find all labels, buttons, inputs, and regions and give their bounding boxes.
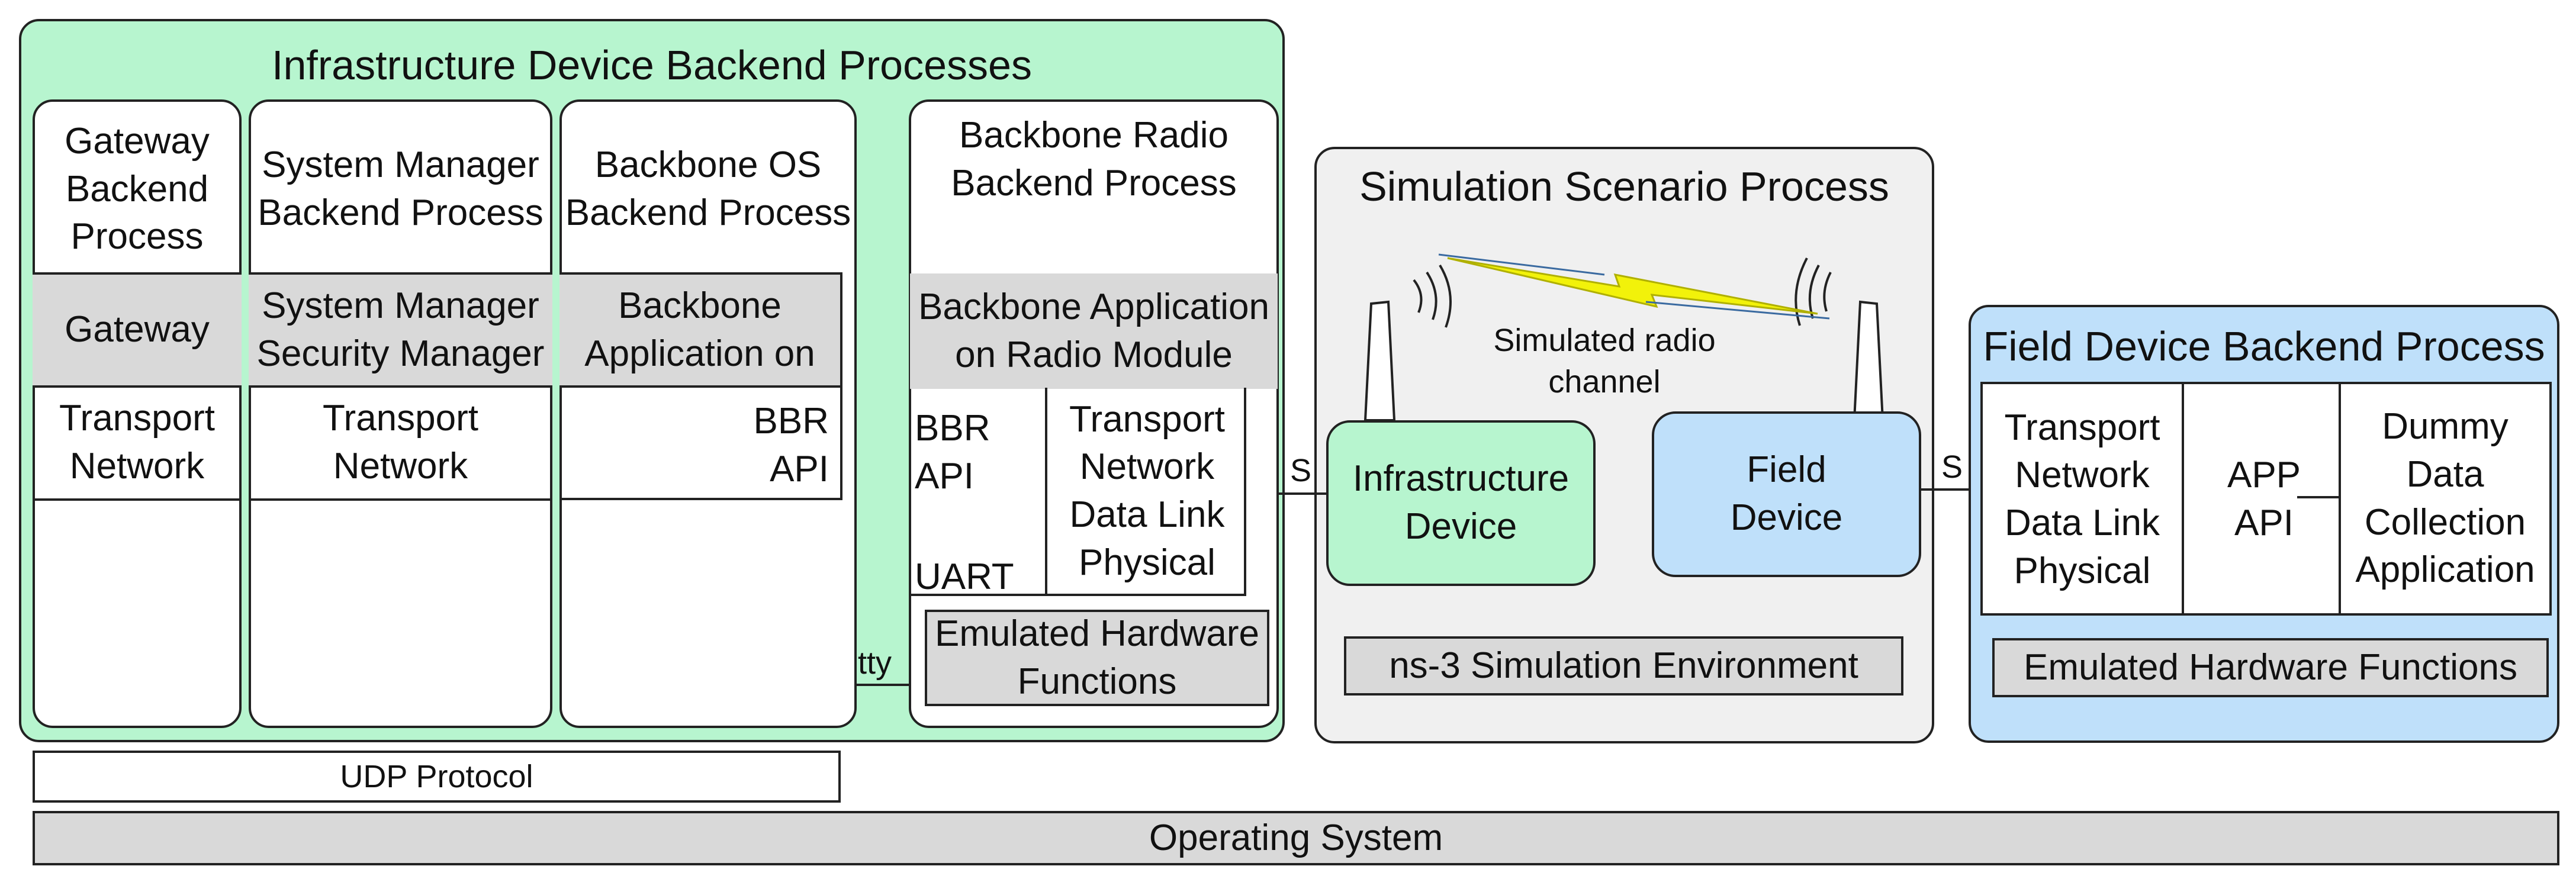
field-emulated-hardware: Emulated Hardware Functions (1992, 638, 2549, 697)
infrastructure-antenna-icon (1363, 300, 1396, 421)
dummy-data-collection-application: Dummy Data Collection Application (2339, 382, 2552, 616)
backbone-radio-uart: UART (915, 556, 1014, 597)
infrastructure-backend-title: Infrastructure Device Backend Processes (272, 41, 1032, 88)
field-backend-title: Field Device Backend Process (1983, 323, 2545, 369)
system-manager-transport-stack: Transport Network (322, 397, 478, 487)
system-manager-module: System Manager Security Manager (249, 272, 552, 388)
operating-system-bar: Operating System (33, 811, 2559, 865)
system-manager-column (249, 99, 552, 728)
system-manager-header: System Manager Backend Process (258, 144, 543, 233)
left-socket-connector (1279, 492, 1327, 495)
udp-protocol-bar: UDP Protocol (33, 751, 841, 803)
backbone-radio-stack-divider (1045, 388, 1047, 596)
field-transport-stack: Transport Network Data Link Physical (2004, 407, 2160, 591)
channel-line-left (1438, 253, 1605, 276)
backbone-os-module: Backbone Application on (559, 272, 842, 388)
app-api-connector (2297, 496, 2345, 498)
simulated-radio-channel-label: Simulated radio channel (1493, 322, 1716, 400)
sim-field-device: Field Device (1652, 411, 1921, 577)
lightning-bolt-icon (1447, 257, 1818, 315)
left-socket-label: S (1289, 453, 1312, 489)
field-app-api: APP API (2227, 455, 2301, 543)
backbone-radio-emulated-hardware: Emulated Hardware Functions (925, 610, 1269, 706)
backbone-os-header: Backbone OS Backend Process (565, 144, 851, 233)
right-socket-label: S (1941, 449, 1963, 485)
field-antenna-icon (1853, 300, 1884, 421)
system-manager-stack-divider (249, 498, 552, 501)
simulation-scenario-title: Simulation Scenario Process (1359, 163, 1889, 210)
gateway-stack-divider (33, 498, 242, 501)
backbone-os-column (559, 99, 857, 728)
tty-connector (857, 684, 927, 686)
backbone-radio-stack-frame (910, 388, 1246, 596)
right-socket-connector (1920, 488, 1977, 491)
gateway-module: Gateway (33, 272, 242, 388)
gateway-transport-stack: Transport Network (59, 397, 215, 487)
sim-infrastructure-device: Infrastructure Device (1326, 420, 1596, 586)
gateway-column (33, 99, 242, 728)
backbone-radio-transport-stack: Transport Network Data Link Physical (1069, 398, 1225, 583)
channel-line-right (1645, 301, 1830, 320)
backbone-radio-header: Backbone Radio Backend Process (951, 115, 1237, 204)
tty-label: tty (857, 645, 892, 681)
field-stack-divider (2182, 382, 2184, 616)
infrastructure-signal-waves-icon (1413, 264, 1452, 328)
field-stack-frame (1980, 382, 2345, 616)
radio-channel-graphic (1363, 253, 1884, 421)
ns3-simulation-environment: ns-3 Simulation Environment (1344, 636, 1903, 696)
backbone-os-api-frame (559, 388, 842, 500)
backbone-radio-module: Backbone Application on Radio Module (910, 273, 1278, 389)
backbone-os-bbr-api: BBR API (753, 400, 829, 490)
backbone-radio-bbr-api: BBR API (915, 408, 990, 497)
gateway-header: Gateway Backend Process (65, 121, 210, 257)
